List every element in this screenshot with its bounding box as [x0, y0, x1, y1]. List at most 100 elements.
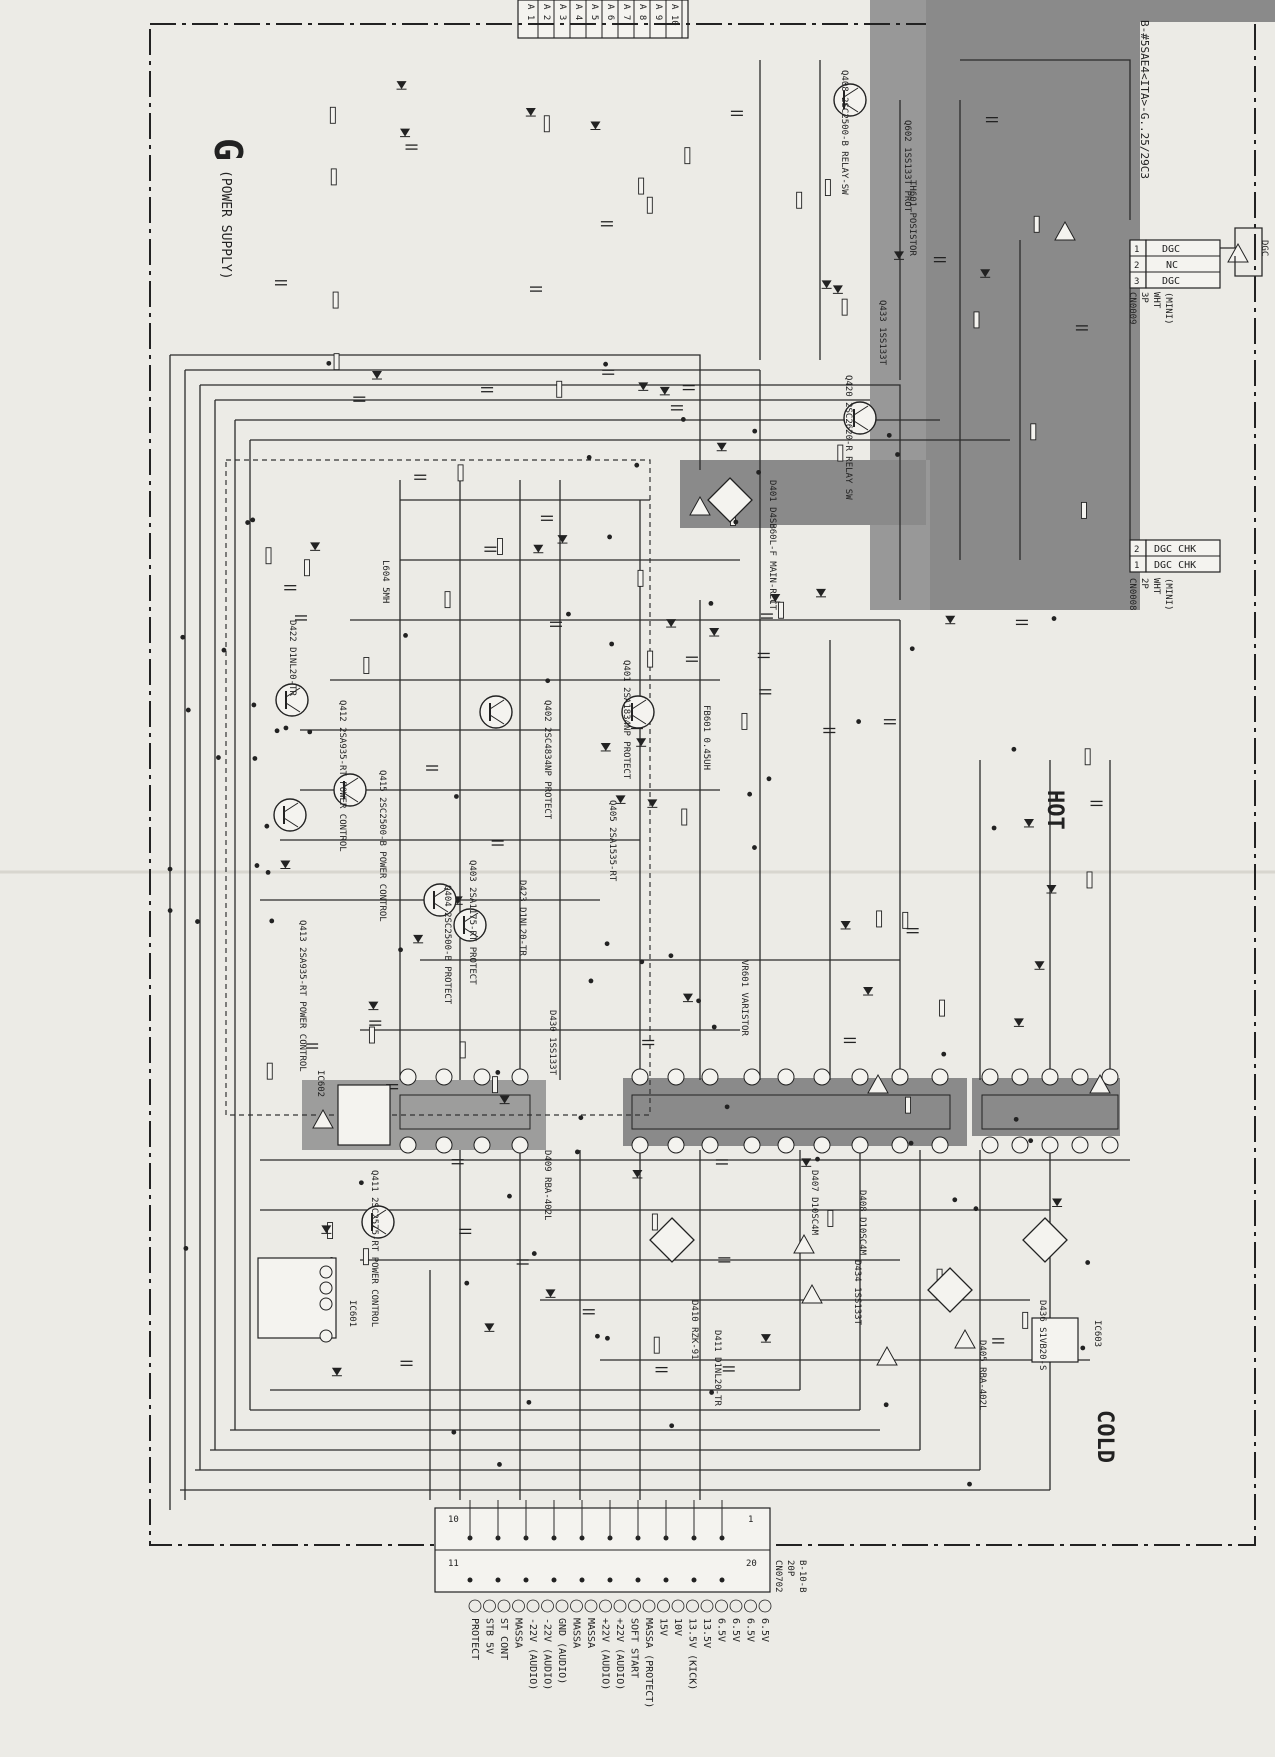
component-label: L604 5MH [380, 560, 390, 603]
output-pin-label: 15V [658, 1618, 669, 1636]
output-pin-label: MASSA (PROTECT) [643, 1618, 654, 1708]
primary-control-boundary [225, 459, 651, 1116]
cn0008-color: WHT [1151, 578, 1161, 595]
cold-label: COLD [1092, 1410, 1117, 1463]
cn0702-board: B-10-B [797, 1560, 807, 1593]
cn0009-connector: 1 2 3 DGC NC DGC CN0009 3P WHT (MINI) DG… [1127, 227, 1269, 325]
component-label: Q403 2SA1175-RT PROTECT [467, 860, 477, 985]
top-connector-cell: A 6 [605, 4, 615, 20]
hot-label: HOT [1042, 790, 1067, 830]
cn0009-pin2: NC [1166, 260, 1178, 271]
component-label: D409 RBA-402L [542, 1150, 552, 1220]
component-label: Q413 2SA935-RT POWER CONTROL [297, 920, 307, 1072]
output-pin-label: 13.5V (KICK) [687, 1618, 698, 1690]
output-pin-label: GND (AUDIO) [556, 1618, 567, 1684]
output-pin-label: 6.5V [759, 1618, 770, 1642]
component-label: Q408 2SC2500-B RELAY-SW [839, 70, 849, 195]
wiring [169, 59, 1131, 1510]
output-pin-label: +22V (AUDIO) [600, 1618, 611, 1690]
component-label: Q401 2SA1834NP PROTECT [621, 660, 631, 780]
cn0008-pin2: DGC CHK [1154, 544, 1196, 555]
component-label: Q420 2SC2620-R RELAY SW [843, 375, 853, 500]
component-label: Q433 1SS133T [877, 300, 887, 366]
cn0702-connector: 10 11 1 20 CN0702 20P B-10-B [434, 1500, 807, 1593]
output-pin-label: 6.5V [716, 1618, 727, 1642]
output-pin-label: -22V (AUDIO) [542, 1618, 553, 1690]
svg-text:1: 1 [1134, 245, 1139, 255]
cn0008-connector: 2 1 DGC CHK DGC CHK CN0008 2P WHT (MINI) [1127, 539, 1221, 611]
cn0008-pin1: DGC CHK [1154, 560, 1196, 571]
output-pin-label: MASSA [513, 1618, 524, 1648]
svg-text:2: 2 [1134, 545, 1139, 555]
top-connector-cell: A 10 [669, 4, 679, 26]
svg-text:20: 20 [746, 1559, 757, 1569]
ic601-label: IC601 [347, 1300, 357, 1327]
output-pin-label: +22V (AUDIO) [614, 1618, 625, 1690]
cn0008-type: (MINI) [1163, 578, 1173, 611]
section-letter: G [206, 138, 250, 161]
top-connector-cell: A 5 [589, 4, 599, 20]
cn0702-id: CN0702 [773, 1560, 783, 1593]
section-title: G (POWER SUPPLY) [206, 138, 250, 280]
hot-region-block [870, 0, 1070, 610]
component-label: D407 D10SC4M [809, 1170, 819, 1236]
cn0009-spec: 3P [1139, 292, 1149, 303]
component-label: Q415 2SC2500-B POWER CONTROL [377, 770, 387, 922]
component-label: Q411 2SC2575-RT POWER CONTROL [369, 1170, 379, 1327]
output-pin-label: MASSA [571, 1618, 582, 1648]
svg-text:11: 11 [448, 1559, 459, 1569]
component-label: D401 D4SB60L-F MAIN-RECT [767, 480, 777, 611]
cn0009-color: WHT [1151, 292, 1161, 309]
transformer-pins [399, 1068, 1119, 1154]
component-label: D434 1SS133T [852, 1260, 862, 1326]
cn0008-spec: 2P [1139, 578, 1149, 589]
output-pin-label: 10V [672, 1618, 683, 1636]
ic603-label: IC603 [1092, 1320, 1102, 1347]
svg-text:1: 1 [748, 1515, 753, 1525]
svg-text:1: 1 [1134, 561, 1139, 571]
top-connector-cell: A 3 [557, 4, 567, 20]
top-connector-cell: A 8 [637, 4, 647, 20]
ic601-module: IC601 [257, 1257, 357, 1343]
component-label: Q402 2SC4834NP PROTECT [542, 700, 552, 820]
component-label: Q405 2SA1535-RT [607, 800, 617, 882]
cn0008-id: CN0008 [1127, 578, 1137, 611]
component-label: D430 1SS133T [547, 1010, 557, 1076]
top-connector-cell: A 2 [541, 4, 551, 20]
svg-text:10: 10 [448, 1515, 459, 1525]
cn0702-spec: 20P [785, 1560, 795, 1577]
ic602-label: IC602 [315, 1070, 325, 1097]
component-label: Q404 2SC2500-B PROTECT [442, 885, 452, 1005]
cn0009-type: (MINI) [1163, 292, 1173, 325]
component-labels: Q602 1SS133T PROT Q408 2SC2500-B RELAY-SW… [287, 70, 1047, 1410]
top-connector-cell: A 4 [573, 4, 583, 20]
model-code: B-#5SAE4<ITA>-G..25/29C3 [1138, 20, 1151, 179]
output-pin-label: MASSA [585, 1618, 596, 1648]
component-label: Q412 2SA935-RT POWER CONTROL [337, 700, 347, 852]
cn0009-pin1: DGC [1162, 244, 1180, 255]
ic602-optocoupler: IC602 [315, 1070, 391, 1146]
transformer-shade-main [623, 1078, 967, 1146]
component-label: D410 RZK-91 [689, 1300, 699, 1360]
output-pin-label: 6.5V [730, 1618, 741, 1642]
output-pin-label: 6.5V [745, 1618, 756, 1642]
top-connector-cell: A 7 [621, 4, 631, 20]
safety-triangles [312, 220, 1249, 1366]
dgc-coil-label: DGC [1259, 240, 1269, 256]
component-label: D436 S1VB20-S [1037, 1300, 1047, 1370]
output-pin-label: -22V (AUDIO) [527, 1618, 538, 1690]
component-label: D408 D10SC4M [857, 1190, 867, 1256]
svg-text:2: 2 [1134, 261, 1139, 271]
component-label: Q602 1SS133T PROT [902, 120, 912, 213]
component-label: D423 D1NL20-TR [517, 880, 527, 956]
cn0009-pin3: DGC [1162, 276, 1180, 287]
top-connector-cell: A 9 [653, 4, 663, 20]
component-label: D405 RBA-402L [977, 1340, 987, 1410]
component-label: VR601 VARISTOR [739, 960, 749, 1036]
svg-text:3: 3 [1134, 277, 1139, 287]
cn0009-id: CN0009 [1127, 292, 1137, 325]
component-label: TH601 POSISTOR [907, 180, 917, 256]
